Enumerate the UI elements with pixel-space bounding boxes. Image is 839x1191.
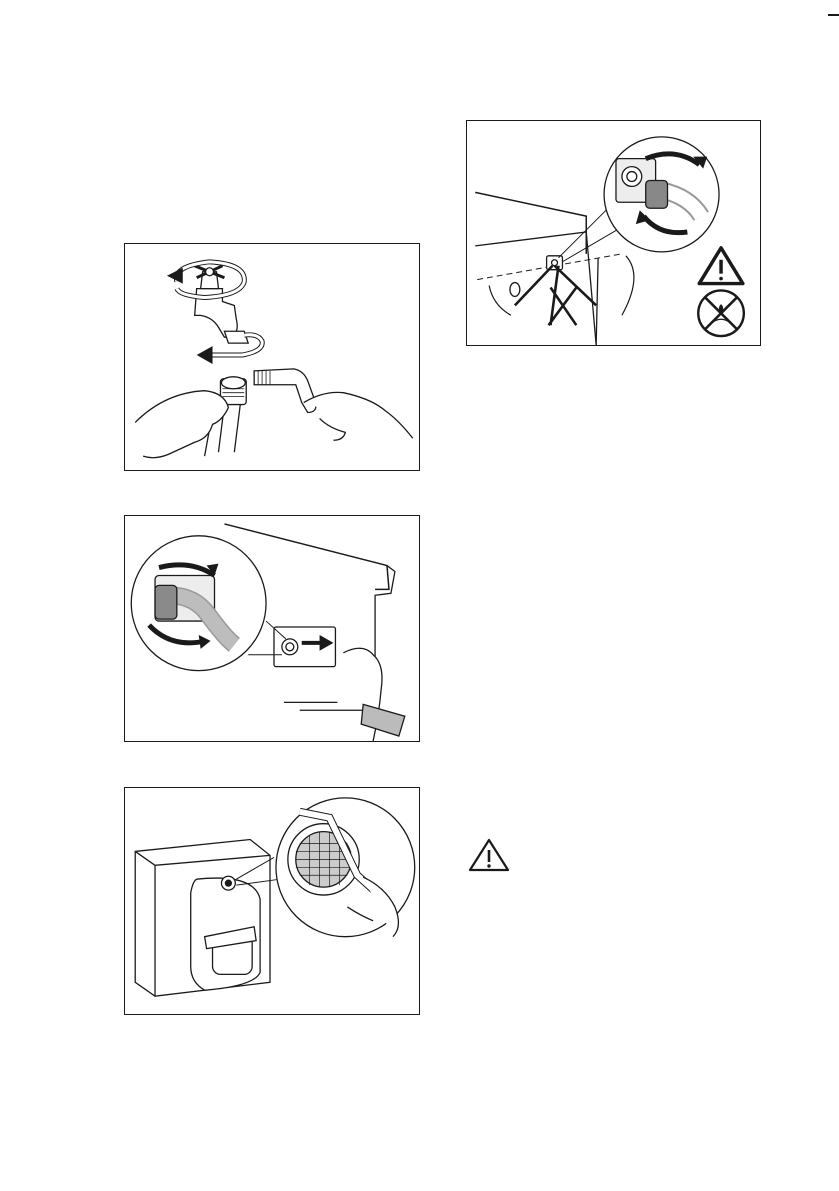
page-edge-rule <box>828 14 839 16</box>
inlet-valve-disconnect-illustration <box>124 515 420 742</box>
inlet-valve-icon <box>547 256 563 270</box>
angle-arrow-icon <box>489 286 511 316</box>
no-water-prohibited-icon <box>698 290 744 336</box>
tap-cleaning-illustration <box>124 243 420 471</box>
inlet-filter-brush-illustration <box>124 787 420 1015</box>
inlet-valve-icon <box>282 639 298 655</box>
warning-triangle-icon <box>468 838 510 872</box>
tap-icon <box>195 266 249 343</box>
hose-reconnect-angle-illustration <box>466 120 761 346</box>
zoom-detail-circle <box>604 137 719 252</box>
zoom-detail-circle <box>276 798 415 937</box>
zoom-detail-circle <box>131 536 266 671</box>
brush-icon <box>254 369 316 413</box>
warning-triangle-icon <box>699 248 743 284</box>
